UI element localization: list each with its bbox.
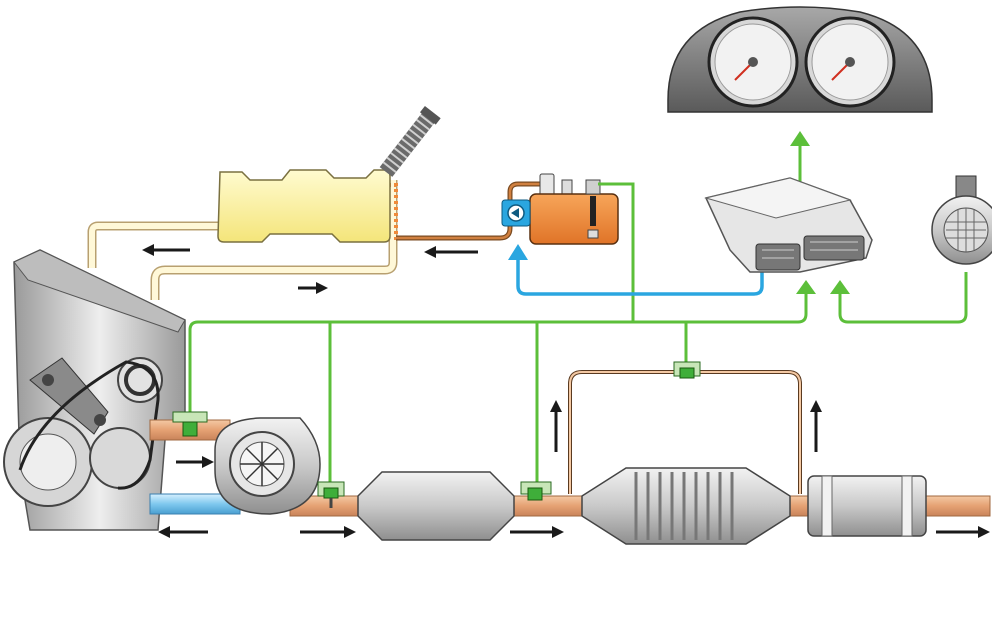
catalyst-icon	[357, 471, 515, 541]
exhaust-temp-sensor-icon	[520, 481, 552, 501]
engine-belt-icon	[3, 357, 163, 507]
flow-arrows	[142, 244, 990, 538]
signal-arrows	[790, 131, 850, 294]
gauge-cluster-icon	[667, 6, 933, 113]
additive-unit	[501, 173, 619, 245]
sensors	[172, 361, 701, 508]
control-line	[508, 244, 764, 296]
filler-neck-icon	[379, 105, 441, 177]
signal-lines	[188, 146, 968, 482]
turbo-icon	[214, 417, 321, 515]
temperature-sensor-icon	[172, 411, 208, 437]
lambda-sensor-icon	[317, 481, 345, 508]
pressure-sensor-icon	[673, 361, 701, 379]
pump-icon	[501, 199, 531, 227]
muffler-icon	[807, 475, 927, 537]
engine-block	[3, 249, 186, 531]
fuel-tank	[217, 105, 441, 243]
ecu-module-icon	[704, 177, 873, 273]
dpf-icon	[581, 467, 791, 545]
maf-sensor-icon	[931, 175, 992, 265]
